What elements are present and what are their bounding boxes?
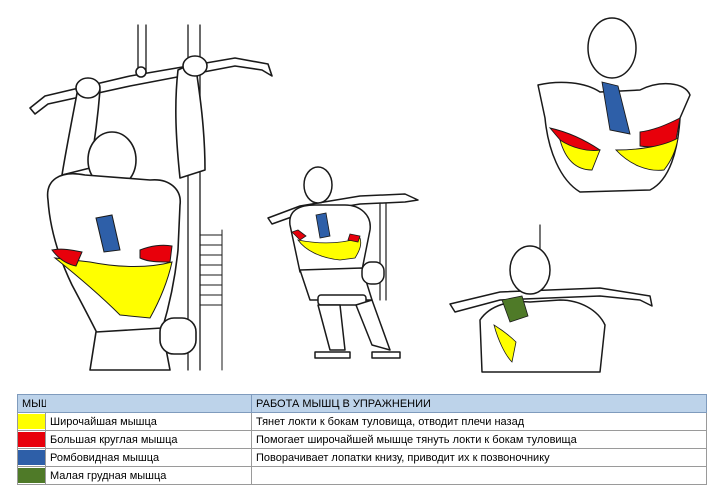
legend-row: Малая грудная мышца: [17, 466, 707, 485]
lat-pulldown-seated-muscles: [291, 212, 362, 261]
lat-pulldown-front-muscles: [493, 295, 529, 363]
lat-pulldown-back-view-muscles: [51, 214, 173, 319]
legend-muscle-name: Широчайшая мышца: [45, 412, 252, 431]
legend-row: Широчайшая мышца Тянет локти к бокам тул…: [17, 412, 707, 431]
legend-body: Широчайшая мышца Тянет локти к бокам тул…: [17, 412, 707, 485]
legend-muscle-name: Ромбовидная мышца: [45, 448, 252, 467]
lat-pulldown-front-figure: [449, 224, 653, 373]
legend-row: Ромбовидная мышца Поворачивает лопатки к…: [17, 448, 707, 467]
legend-muscle-work: [251, 466, 707, 485]
legend-color-swatch: [17, 412, 46, 431]
legend-muscle-name: Большая круглая мышца: [45, 430, 252, 449]
legend-color-swatch: [17, 448, 46, 467]
legend-color-swatch: [17, 430, 46, 449]
legend-muscle-work: Тянет локти к бокам туловища, отводит пл…: [251, 412, 707, 431]
legend-header-row: МЫШЦА РАБОТА МЫШЦ В УПРАЖНЕНИИ: [17, 394, 707, 413]
legend-muscle-work: Поворачивает лопатки книзу, приводит их …: [251, 448, 707, 467]
exercise-illustration: [29, 17, 691, 373]
legend-header-muscle: МЫШЦА: [17, 394, 46, 413]
shoulder-detail-muscles: [548, 81, 681, 171]
lat-pulldown-back-view-figure: [29, 24, 273, 371]
legend-muscle-name: Малая грудная мышца: [45, 466, 252, 485]
legend-muscle-work: Помогает широчайшей мышце тянуть локти к…: [251, 430, 707, 449]
muscle-legend-table: МЫШЦА РАБОТА МЫШЦ В УПРАЖНЕНИИ Широчайша…: [17, 394, 707, 485]
lat-pulldown-seated-figure: [267, 166, 419, 359]
legend-color-swatch: [17, 466, 46, 485]
legend-header-work: РАБОТА МЫШЦ В УПРАЖНЕНИИ: [251, 394, 707, 413]
legend-row: Большая круглая мышца Помогает широчайше…: [17, 430, 707, 449]
legend-header-muscle-pad: [45, 394, 252, 413]
